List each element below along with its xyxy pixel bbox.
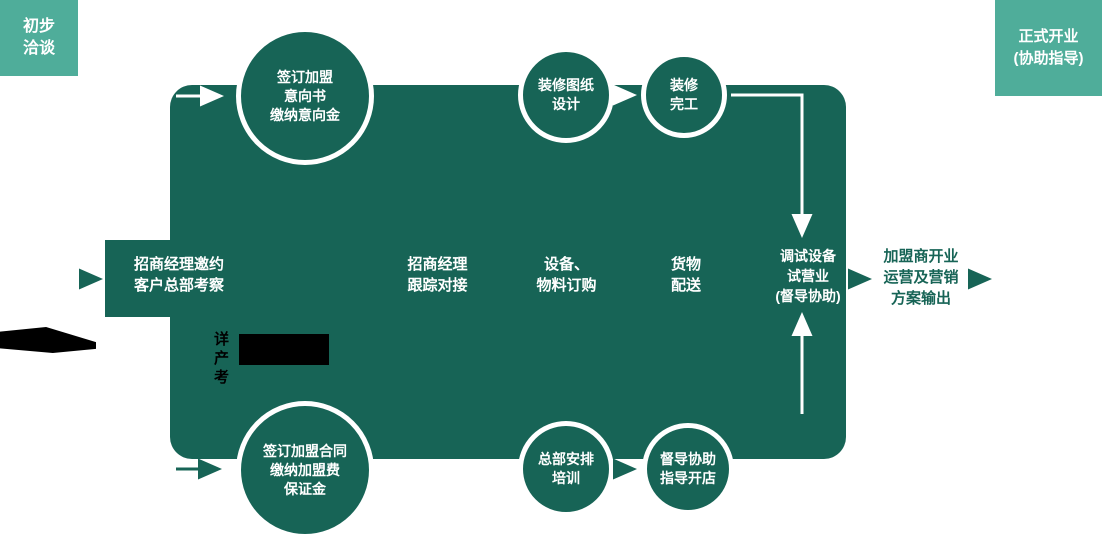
milestone-circle-letter-of-intent: 签订加盟 意向书 缴纳意向金 [236, 27, 374, 165]
milestone-circle-supervisor-opening: 督导协助 指导开店 [642, 423, 734, 515]
redaction-box [239, 334, 329, 365]
stage-label-goods-delivery: 货物 配送 [670, 256, 701, 294]
milestone-circle-decoration-design: 装修图纸 设计 [518, 47, 614, 143]
output-note-opening-plan: 加盟商开业 运营及营销 方案输出 [883, 248, 959, 307]
main-process-panel-left-tab [105, 240, 185, 317]
obscured-note: 详 产 考 [214, 331, 230, 386]
end-node: 正式开业 (协助指导) [995, 0, 1102, 96]
ink-blot-shape [0, 327, 96, 353]
milestone-circle-hq-training: 总部安排 培训 [518, 421, 614, 517]
stage-label-manager-followup: 招商经理 跟踪对接 [407, 256, 468, 294]
start-node: 初步 洽谈 [0, 0, 78, 76]
stage-label-invite-inspection: 招商经理邀约 客户总部考察 [133, 256, 224, 294]
milestone-circle-franchise-contract: 签订加盟合同 缴纳加盟费 保证金 [236, 401, 374, 539]
milestone-circle-decoration-done: 装修 完工 [641, 52, 727, 138]
stage-label-trial-operation: 调试设备 试营业 (督导协助) [775, 248, 841, 304]
stage-label-equipment-order: 设备、 物料订购 [536, 256, 597, 294]
